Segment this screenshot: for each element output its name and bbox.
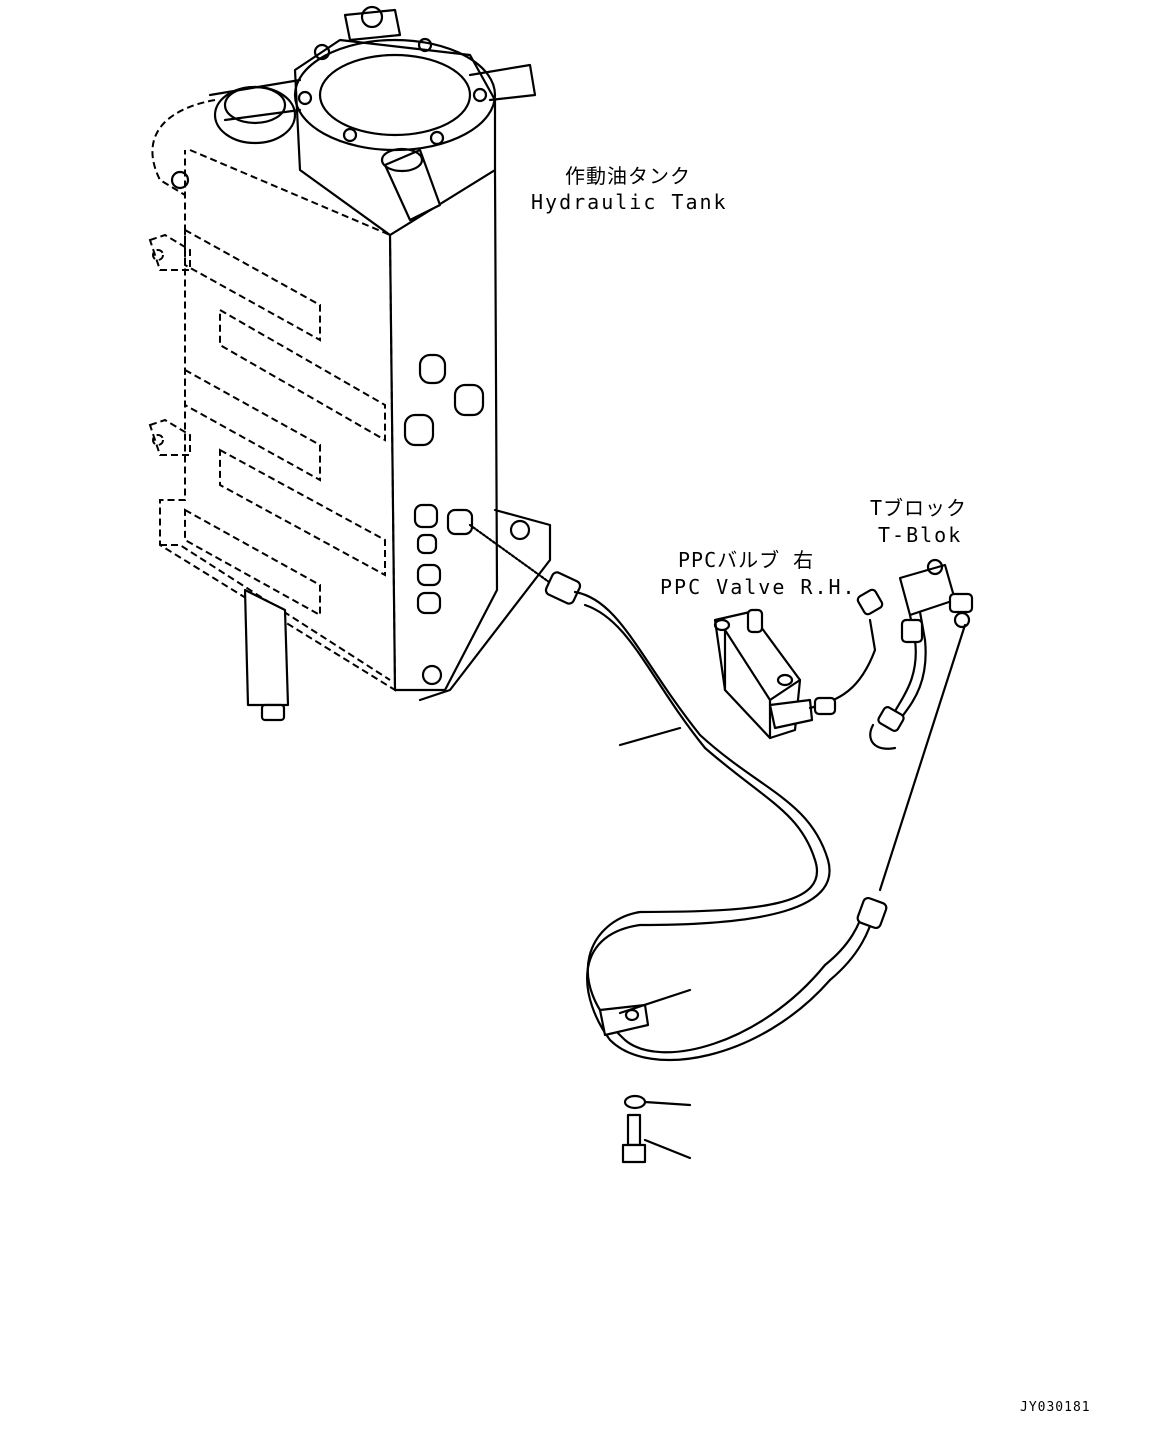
ppc-valve-label-en: PPC Valve R.H.: [660, 575, 857, 599]
clamp-assembly: [598, 988, 692, 1164]
ppc-valve-rh: [713, 588, 884, 740]
t-block-label-en: T-Blok: [878, 523, 963, 547]
ppc-hose-leader: [618, 726, 682, 747]
drawing-code: JY030181: [1020, 1400, 1091, 1415]
tank-label-jp: 作動油タンク: [565, 164, 691, 188]
hydraulic-tank: [148, 5, 552, 722]
hose-assembly: [468, 523, 971, 1062]
t-block-label-jp: Tブロック: [870, 496, 968, 520]
ppc-valve-label-jp: PPCバルブ 右: [678, 548, 815, 572]
t-block: [869, 558, 974, 750]
tank-label-en: Hydraulic Tank: [531, 190, 728, 214]
